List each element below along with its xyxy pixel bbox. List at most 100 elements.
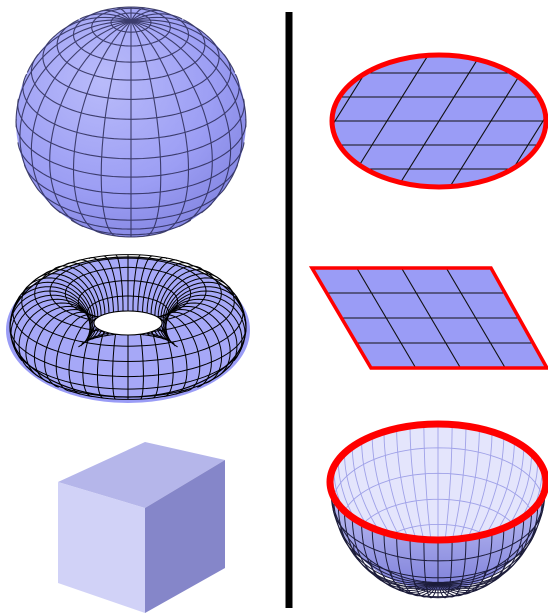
sphere-meridian [72,20,132,234]
hemisphere-inner-meridian [361,440,439,540]
sphere-parallel [34,184,132,221]
sphere-parallel [130,231,163,238]
sphere-parallel [110,12,152,33]
torus-loop [9,319,247,378]
sphere-parallel [130,98,245,160]
hemisphere-inner-meridian [333,466,439,540]
sphere-parallel [15,119,131,178]
sphere-meridian [30,20,132,214]
torus-ring [197,361,212,388]
hemisphere-outer-meridian [383,532,439,595]
torus-ring [43,269,99,344]
sphere-parallel [70,219,132,236]
torus-ring [165,286,246,343]
torus-ring [150,262,191,340]
hemisphere-outer-grid [329,481,547,599]
sphere-parallel [30,54,132,120]
hemisphere-inner-parallel [332,447,544,505]
torus-loop [49,257,207,325]
torus-ring [55,366,72,392]
sphere-parallel [130,35,220,100]
hemisphere-outer-parallel [332,504,544,562]
parallelogram-grid [326,268,536,368]
sphere-parallel [72,6,190,63]
sphere-parallel [91,7,171,47]
hemisphere-inner-meridian [396,428,439,540]
torus-loop [12,343,244,390]
torus-ring [14,281,92,345]
parallelogram [308,266,548,370]
hemisphere-inner-meridian [437,428,480,540]
hemisphere-inner-meridian [437,425,467,540]
torus-loop [234,295,244,314]
sphere-meridian [100,20,132,237]
hemisphere-inner-parallel [340,472,536,526]
hemisphere-inner-meridian [437,431,493,540]
ellipse-disk [329,52,548,190]
torus-loop [21,269,235,347]
hemisphere-inner-meridian [437,436,505,540]
torus-loop [165,326,167,330]
hemisphere-outer-meridian [423,539,439,599]
hemisphere-outer-meridian [437,532,493,595]
torus-ring [157,269,213,344]
hemisphere-inner-meridian [409,425,439,540]
parallelogram-boundary [308,266,548,370]
sphere-parallel [22,73,132,140]
sphere-parallel [130,54,232,120]
sphere-parallel [130,73,240,140]
sphere-meridian [130,20,232,214]
ellipse-grid-line [332,55,496,187]
torus-loop [26,365,230,398]
hemisphere-outer [330,482,546,590]
torus-ring [167,305,231,352]
hemisphere-inner-meridian [437,440,515,540]
sphere-meridian [15,20,132,128]
torus-loop [202,269,235,302]
ellipse-grid [332,55,546,187]
sphere-parallel [130,219,192,236]
parallelogram-grid-line [445,268,506,368]
hemisphere-outer-meridian [437,537,467,598]
torus-loop [244,319,247,328]
hemisphere-inner-parallel [370,523,506,540]
hemisphere-outer-meridian [329,481,439,583]
torus [6,254,250,403]
sphere [15,6,247,238]
sphere-parallel [130,184,228,221]
torus-loop [69,390,187,400]
hemisphere-outer-parallel [370,560,506,598]
hemisphere [326,420,548,599]
sphere-parallel [131,119,247,178]
parallelogram-grid-line [401,268,461,368]
hemisphere-inner-meridian [423,424,439,540]
sphere-meridian [53,16,132,38]
torus-ring [21,277,94,348]
hemisphere-outer-meridian [437,539,453,599]
hemisphere-inner-meridian [437,424,453,540]
torus-ring [165,302,238,347]
sphere-parallel [131,164,239,209]
hemisphere-rim [326,420,548,544]
sphere-parallel [50,203,132,230]
sphere-parallel [99,231,132,238]
cube [58,442,225,613]
hemisphere-outer-parallel [340,525,536,579]
torus-ring [18,302,91,347]
ellipse-grid-line [382,55,546,187]
ellipse-grid-line [332,55,444,187]
sphere-meridian [130,20,162,237]
sphere-meridian [130,20,190,234]
sphere-grid [15,6,247,238]
torus-loop [77,280,179,317]
sphere-parallel [17,142,132,195]
torus-ring [164,281,242,345]
sphere-meridian [130,20,247,128]
torus-ring [184,366,201,392]
hemisphere-inner-meridian [371,436,439,540]
cube-front-face [58,482,145,613]
ellipse-disk-boundary [329,52,548,190]
hemisphere-inner-meridian [383,431,439,540]
torus-hole [93,310,163,336]
hemisphere-inner-meridian [437,466,543,540]
